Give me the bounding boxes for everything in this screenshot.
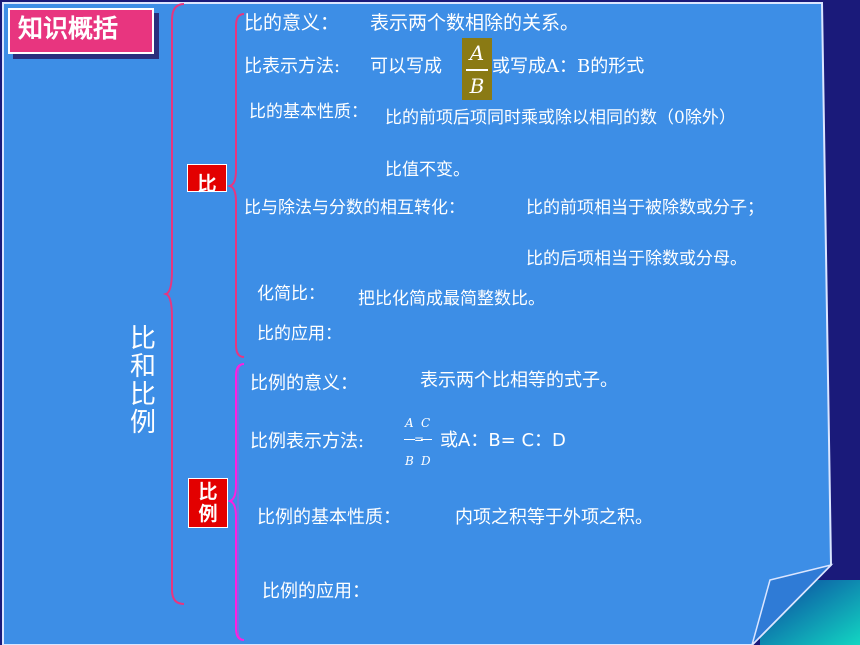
bi-brace — [226, 13, 245, 358]
bili-label-line1: 比 — [198, 481, 218, 503]
proportion-a: A — [405, 416, 414, 430]
topic-char-4: 例 — [129, 408, 156, 438]
bi-meaning-label: 比的意义： — [244, 12, 340, 34]
bi-application-label: 比的应用： — [257, 324, 342, 344]
proportion-c: C — [421, 416, 431, 430]
proportion-b: B — [405, 454, 414, 468]
bili-notation-label: 比例表示方法: — [250, 431, 365, 452]
title-box — [8, 8, 154, 54]
topic-char-1: 比 — [129, 324, 156, 354]
bi-meaning-value: 表示两个数相除的关系。 — [370, 12, 580, 34]
topic-char-2: 和 — [129, 352, 156, 382]
bi-property-line2: 比值不变。 — [385, 160, 470, 180]
bi-property-line1: 比的前项后项同时乘或除以相同的数（0除外） — [385, 108, 736, 128]
bili-meaning-label: 比例的意义： — [250, 373, 358, 394]
bili-property-label: 比例的基本性质： — [257, 507, 401, 528]
fraction-bar — [466, 69, 488, 71]
page-title: 知识概括 — [18, 14, 119, 43]
bi-notation-pre: 可以写成 — [370, 56, 442, 77]
page-curl — [751, 563, 834, 645]
main-brace — [162, 3, 185, 605]
proportion-fraction: A C = B D — [402, 414, 436, 472]
bi-simplify-value: 把比化简成最简整数比。 — [358, 289, 545, 309]
bi-relation-line1: 比的前项相当于被除数或分子； — [526, 198, 764, 218]
proportion-d: D — [421, 454, 431, 468]
proportion-bar-right — [421, 439, 432, 440]
bili-label-line2: 例 — [198, 503, 218, 525]
bi-label: 比 — [197, 173, 217, 195]
bi-property-label: 比的基本性质： — [249, 102, 368, 122]
bi-label-box: 比 — [187, 164, 227, 195]
fraction-denominator: B — [469, 74, 485, 98]
bili-label-box: 比 例 — [188, 478, 228, 528]
bi-notation-label: 比表示方法: — [244, 56, 341, 77]
bi-relation-label: 比与除法与分数的相互转化： — [244, 198, 465, 218]
bili-application-label: 比例的应用： — [262, 581, 370, 602]
bi-notation-post: 或写成A：B的形式 — [492, 56, 645, 77]
bi-relation-line2: 比的后项相当于除数或分母。 — [526, 249, 747, 269]
fraction-a-over-b: A B — [462, 38, 492, 100]
proportion-equals: = — [414, 432, 425, 446]
bili-property-value: 内项之积等于外项之积。 — [455, 507, 653, 528]
proportion-bar-left — [404, 439, 415, 440]
bili-meaning-value: 表示两个比相等的式子。 — [420, 370, 618, 391]
bi-simplify-label: 化简比： — [257, 284, 325, 304]
topic-char-3: 比 — [129, 380, 156, 410]
bili-brace — [226, 363, 245, 641]
fraction-numerator: A — [469, 41, 485, 65]
bili-notation-post: 或A：B= C：D — [440, 430, 566, 451]
